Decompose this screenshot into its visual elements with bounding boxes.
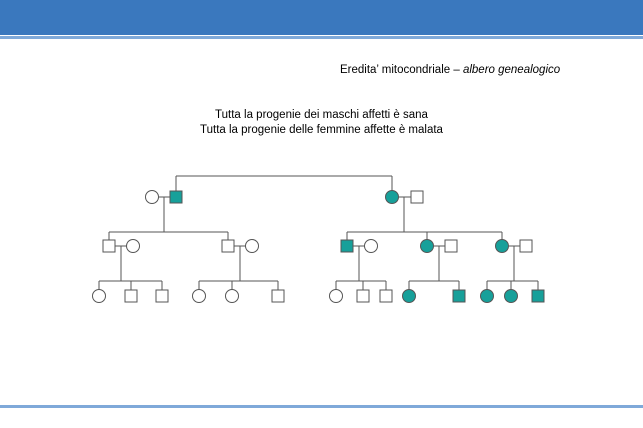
rule-male-offspring: Tutta la progenie dei maschi affetti è s… bbox=[215, 109, 428, 121]
unaffected-male-symbol bbox=[155, 289, 169, 303]
unaffected-male-symbol bbox=[410, 190, 424, 204]
affected-female-symbol bbox=[495, 239, 509, 253]
unaffected-male-symbol bbox=[102, 239, 116, 253]
affected-male-symbol bbox=[531, 289, 545, 303]
unaffected-male-symbol bbox=[519, 239, 533, 253]
unaffected-male-symbol bbox=[124, 289, 138, 303]
unaffected-male-symbol bbox=[271, 289, 285, 303]
affected-male-symbol bbox=[340, 239, 354, 253]
unaffected-female-symbol bbox=[364, 239, 378, 253]
pedigree-connectors bbox=[98, 175, 539, 290]
header-bar bbox=[0, 0, 643, 35]
affected-female-symbol bbox=[420, 239, 434, 253]
unaffected-female-symbol bbox=[126, 239, 140, 253]
slide-title: Eredita’ mitocondriale – albero genealog… bbox=[340, 64, 560, 76]
unaffected-female-symbol bbox=[145, 190, 159, 204]
unaffected-male-symbol bbox=[444, 239, 458, 253]
affected-female-symbol bbox=[385, 190, 399, 204]
unaffected-female-symbol bbox=[245, 239, 259, 253]
unaffected-female-symbol bbox=[192, 289, 206, 303]
pedigree-individuals bbox=[92, 190, 545, 303]
affected-female-symbol bbox=[480, 289, 494, 303]
unaffected-male-symbol bbox=[221, 239, 235, 253]
unaffected-female-symbol bbox=[92, 289, 106, 303]
title-sub: albero genealogico bbox=[462, 64, 561, 76]
footer-accent-line bbox=[0, 405, 643, 408]
unaffected-female-symbol bbox=[329, 289, 343, 303]
header-accent-line bbox=[0, 36, 643, 39]
title-dash: – bbox=[450, 64, 463, 76]
affected-male-symbol bbox=[452, 289, 466, 303]
unaffected-female-symbol bbox=[225, 289, 239, 303]
affected-male-symbol bbox=[169, 190, 183, 204]
unaffected-male-symbol bbox=[356, 289, 370, 303]
affected-female-symbol bbox=[402, 289, 416, 303]
affected-female-symbol bbox=[504, 289, 518, 303]
rule-female-offspring: Tutta la progenie delle femmine affette … bbox=[200, 124, 443, 136]
unaffected-male-symbol bbox=[379, 289, 393, 303]
title-main: Eredita’ mitocondriale bbox=[340, 64, 451, 76]
